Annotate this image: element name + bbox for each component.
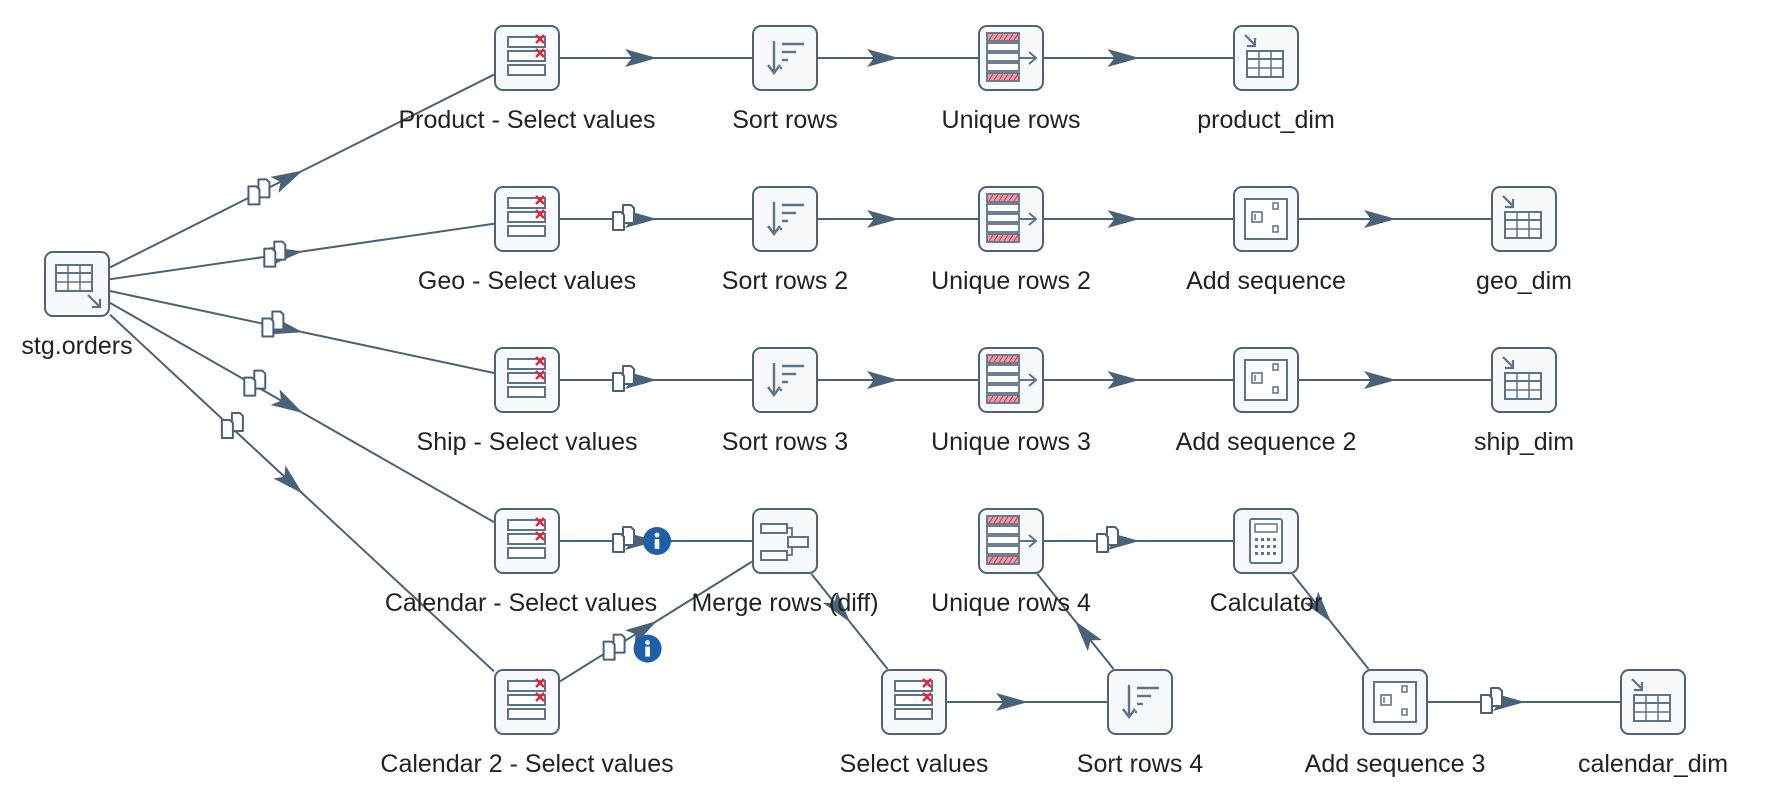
step-unique-rows[interactable] (978, 25, 1044, 91)
table-output-icon (1244, 34, 1284, 78)
calculator-icon (1249, 518, 1283, 564)
select-values-icon (507, 195, 546, 237)
step-label-stg-orders: stg.orders (21, 332, 133, 360)
hop-stg_orders-to-calendar_select[interactable] (109, 301, 495, 524)
copy-rows-icon (612, 204, 635, 231)
step-label-sort-rows: Sort rows (732, 106, 838, 134)
step-label-ship-dim: ship_dim (1473, 428, 1575, 456)
add-sequence-icon (1244, 359, 1288, 401)
step-label-add-sequence-3: Add sequence 3 (1304, 750, 1486, 778)
step-label-calculator: Calculator (1209, 589, 1323, 617)
sort-rows-icon (767, 41, 804, 75)
step-label-unique-rows-3: Unique rows 3 (931, 428, 1091, 456)
step-label-sort-rows-2: Sort rows 2 (721, 267, 849, 295)
step-label-unique-rows: Unique rows (941, 106, 1081, 134)
step-geo-select[interactable] (494, 186, 560, 252)
copy-rows-icon (602, 633, 626, 661)
info-icon (633, 634, 662, 663)
step-unique-rows-2[interactable] (978, 186, 1044, 252)
hop-stg_orders-to-ship_select[interactable] (109, 290, 495, 374)
copy-rows-icon (612, 365, 635, 392)
step-label-geo-dim: geo_dim (1476, 267, 1572, 295)
hop-calculator-to-add_sequence_3[interactable] (1291, 573, 1370, 670)
step-geo-dim[interactable] (1491, 186, 1557, 252)
step-product-dim[interactable] (1233, 25, 1299, 91)
table-output-icon (1502, 195, 1542, 239)
step-calendar-select[interactable] (494, 508, 560, 574)
step-label-sort-rows-3: Sort rows 3 (721, 428, 849, 456)
step-label-calendar-dim: calendar_dim (1577, 750, 1729, 778)
copy-rows-icon (263, 240, 287, 268)
sort-rows-icon (767, 363, 804, 397)
step-product-select[interactable] (494, 25, 560, 91)
select-values-icon (507, 678, 546, 720)
unique-rows-icon (986, 32, 1038, 82)
step-label-product-select: Product - Select values (398, 106, 656, 134)
copy-rows-icon (1480, 687, 1503, 714)
copy-rows-icon (243, 369, 267, 397)
copy-rows-icon (1096, 526, 1119, 553)
step-add-sequence[interactable] (1233, 186, 1299, 252)
table-input-icon (55, 264, 102, 309)
step-sort-rows-3[interactable] (752, 347, 818, 413)
select-values-icon (507, 34, 546, 76)
step-sort-rows[interactable] (752, 25, 818, 91)
step-merge-rows[interactable] (752, 508, 818, 574)
copy-rows-icon (220, 411, 244, 439)
merge-rows-icon (760, 523, 809, 561)
select-values-icon (507, 517, 546, 559)
step-label-add-sequence-2: Add sequence 2 (1175, 428, 1357, 456)
step-label-merge-rows: Merge rows (diff) (691, 589, 879, 617)
step-sort-rows-4[interactable] (1107, 669, 1173, 735)
step-label-add-sequence: Add sequence (1186, 267, 1346, 295)
step-add-sequence-2[interactable] (1233, 347, 1299, 413)
step-sort-rows-2[interactable] (752, 186, 818, 252)
step-label-calendar-select: Calendar - Select values (384, 589, 658, 617)
step-calendar-dim[interactable] (1620, 669, 1686, 735)
copy-rows-icon (261, 310, 285, 338)
hop-merge_rows-to-select_values[interactable] (810, 573, 889, 670)
hop-layer (109, 49, 1620, 711)
table-output-icon (1631, 678, 1671, 722)
step-unique-rows-3[interactable] (978, 347, 1044, 413)
step-stg-orders[interactable] (44, 251, 110, 317)
step-unique-rows-4[interactable] (978, 508, 1044, 574)
select-values-icon (507, 356, 546, 398)
step-label-product-dim: product_dim (1197, 106, 1335, 134)
unique-rows-icon (986, 515, 1038, 565)
step-label-unique-rows-2: Unique rows 2 (931, 267, 1091, 295)
copy-rows-icon (612, 526, 635, 553)
step-label-ship-select: Ship - Select values (416, 428, 638, 456)
step-label-select-values: Select values (839, 750, 989, 778)
step-calculator[interactable] (1233, 508, 1299, 574)
step-label-unique-rows-4: Unique rows 4 (931, 589, 1091, 617)
step-label-calendar-2-select: Calendar 2 - Select values (380, 750, 674, 778)
step-label-geo-select: Geo - Select values (417, 267, 637, 295)
sort-rows-icon (767, 202, 804, 236)
sort-rows-icon (1122, 685, 1159, 719)
table-output-icon (1502, 356, 1542, 400)
copy-rows-icon (247, 178, 271, 206)
step-calendar-2-select[interactable] (494, 669, 560, 735)
step-ship-dim[interactable] (1491, 347, 1557, 413)
step-ship-select[interactable] (494, 347, 560, 413)
step-select-values[interactable] (881, 669, 947, 735)
unique-rows-icon (986, 354, 1038, 404)
hop-stg_orders-to-product_select[interactable] (109, 73, 495, 269)
select-values-icon (894, 678, 933, 720)
step-label-sort-rows-4: Sort rows 4 (1076, 750, 1204, 778)
step-add-sequence-3[interactable] (1362, 669, 1428, 735)
hop-stg_orders-to-calendar_2_select[interactable] (109, 313, 495, 673)
info-icon (643, 527, 671, 555)
hop-sort_rows_4-to-unique_rows_4[interactable] (1036, 573, 1115, 670)
unique-rows-icon (986, 193, 1038, 243)
hop-calendar_2_select-to-merge_rows[interactable] (559, 560, 753, 683)
badge-layer (220, 178, 1503, 714)
add-sequence-icon (1244, 198, 1288, 240)
add-sequence-icon (1373, 681, 1417, 723)
